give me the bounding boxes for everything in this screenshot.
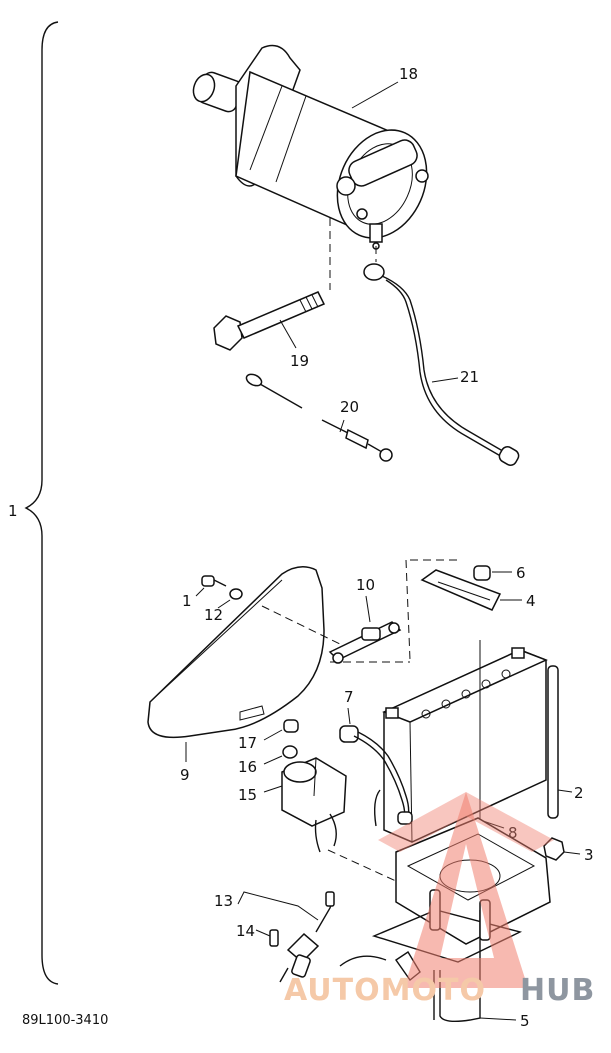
relay-cap [283,719,299,733]
starter-motor [192,44,429,250]
automotohub-watermark: AUTOMOTO HUB [284,792,595,1008]
watermark-logo-triangle [404,792,528,988]
callout-16: 16 [238,758,257,776]
diagram-code: 89L100-3410 [22,1013,108,1028]
callout-18: 18 [399,65,418,83]
callout-11: 1 [182,592,192,610]
hold-plate [420,569,502,611]
starter-cable [363,263,520,466]
callout-7: 7 [344,688,354,706]
callout-9: 9 [180,766,190,784]
battery-cover [147,566,325,739]
callout-14: 14 [236,922,255,940]
callout-21: 21 [460,368,479,386]
callout-20: 20 [340,398,359,416]
washer [229,588,243,600]
callout-brace: 1 [8,502,18,520]
callout-5: 5 [520,1012,530,1030]
callout-6: 6 [516,564,526,582]
starter-relay [281,757,347,853]
callout-10: 10 [356,576,375,594]
watermark-hub: HUB [520,973,595,1008]
fuse [269,929,279,947]
callout-17: 17 [238,734,257,752]
watermark-automoto: AUTOMOTO [284,973,486,1008]
battery-lead [339,725,413,827]
screw [201,575,227,587]
callout-3: 3 [584,846,594,864]
nut [473,565,491,581]
bolt [213,291,326,351]
bracket [328,621,402,664]
callout-15: 15 [238,786,257,804]
callout-8: 8 [508,824,518,842]
callout-12: 12 [204,606,223,624]
wire-lead [245,373,393,462]
callout-2: 2 [574,784,584,802]
fuse-holder [279,891,335,983]
assembly-brace [24,21,59,985]
callout-19: 19 [290,352,309,370]
battery [382,647,548,843]
battery-bolt [547,665,559,819]
grommet [282,745,298,759]
callout-4: 4 [526,592,536,610]
callout-13: 13 [214,892,233,910]
